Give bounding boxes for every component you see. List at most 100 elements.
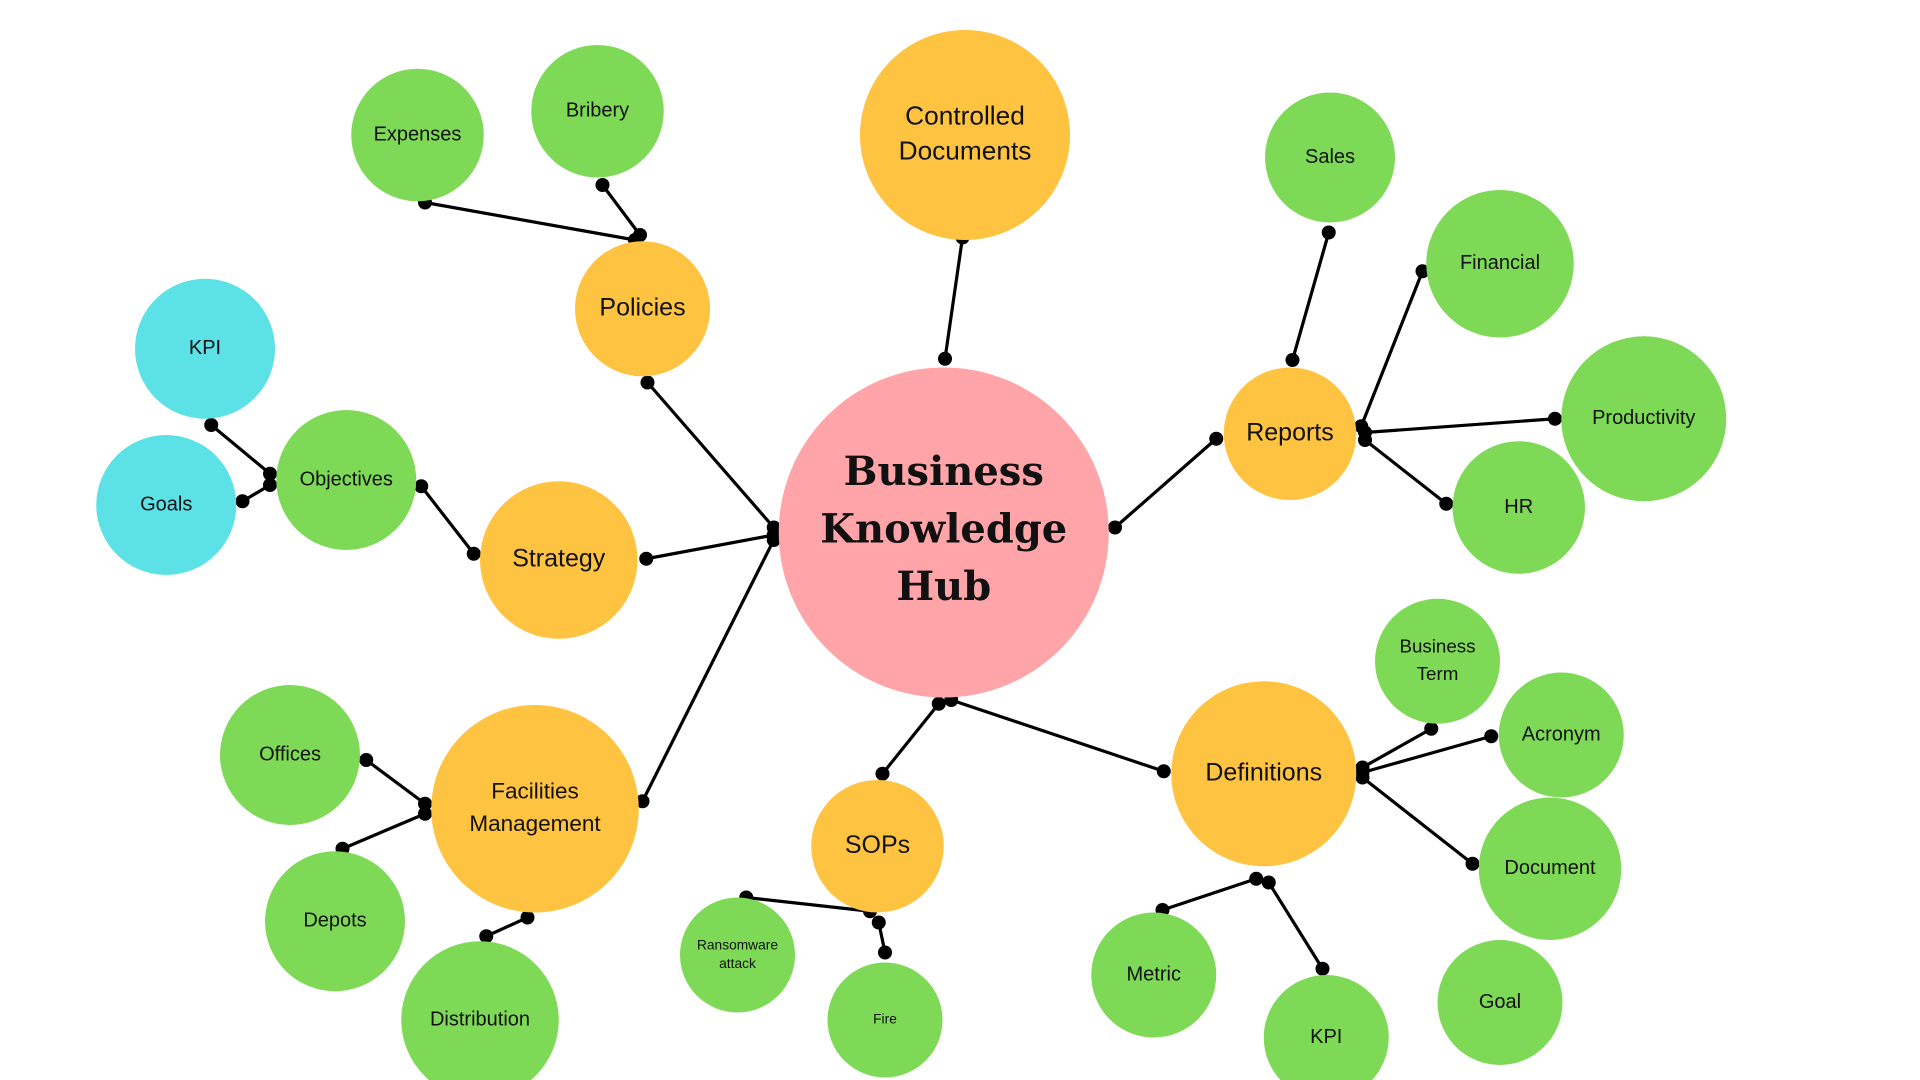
node-facilities-management-label-line-1: Facilities [491, 778, 579, 803]
edge-definitions-acronym-end-dot [1484, 729, 1499, 744]
node-reports[interactable]: Reports [1223, 367, 1357, 501]
node-fire[interactable]: Fire [827, 962, 943, 1078]
edge-objectives-kpi-end-dot [204, 418, 219, 432]
node-ransomware-attack-circle [680, 897, 795, 1013]
node-goal[interactable]: Goal [1437, 940, 1563, 1065]
node-controlled-documents-label-line-1: Controlled [905, 100, 1025, 130]
node-offices[interactable]: Offices [220, 685, 360, 825]
edge-objectives-goals-start-dot [263, 478, 277, 492]
node-goals[interactable]: Goals [96, 435, 237, 575]
node-definitions-circle [1171, 681, 1357, 867]
node-acronym-circle [1498, 672, 1624, 798]
edge-hub-facilities-end-dot [635, 794, 650, 809]
node-offices-circle [220, 685, 360, 825]
edge-objectives-kpi [209, 423, 272, 476]
node-document[interactable]: Document [1478, 797, 1622, 941]
node-reports-label-line-1: Reports [1246, 418, 1334, 446]
node-kpi-definitions[interactable]: KPI [1263, 975, 1389, 1080]
edge-policies-bribery [600, 183, 642, 237]
edge-definitions-kpi [1267, 880, 1325, 971]
edge-definitions-kpi-start-dot [1261, 875, 1276, 890]
node-sops[interactable]: SOPs [811, 780, 944, 913]
node-kpi-strategy-circle [135, 278, 275, 419]
node-business-term-label-line-2: Term [1417, 663, 1459, 684]
node-productivity[interactable]: Productivity [1561, 336, 1727, 502]
node-sops-label-line-1: SOPs [845, 831, 910, 859]
node-strategy[interactable]: Strategy [480, 481, 638, 639]
edge-hub-reports-end-dot [1209, 431, 1224, 446]
node-document-circle [1478, 797, 1622, 940]
edge-strategy-objectives-end-dot [414, 479, 429, 494]
node-controlled-documents-label-line-2: Documents [899, 135, 1032, 165]
node-goals-label-line-1: Goals [140, 493, 192, 515]
node-acronym[interactable]: Acronym [1498, 672, 1624, 798]
node-sops-circle [811, 780, 944, 913]
node-objectives[interactable]: Objectives [276, 410, 417, 550]
edge-reports-financial [1359, 269, 1425, 428]
node-policies[interactable]: Policies [575, 241, 710, 377]
node-financial-circle [1426, 190, 1574, 338]
node-hr[interactable]: HR [1452, 441, 1586, 574]
node-depots-circle [265, 851, 405, 992]
node-productivity-label-line-1: Productivity [1592, 407, 1695, 429]
node-ransomware-attack-label-line-2: attack [719, 956, 756, 971]
node-depots[interactable]: Depots [265, 851, 405, 992]
node-ransomware-attack-label-line-1: Ransomware [697, 937, 778, 952]
edge-hub-definitions-end-dot [1156, 764, 1171, 779]
node-bribery[interactable]: Bribery [531, 45, 664, 178]
edge-definitions-document-end-dot [1465, 856, 1480, 871]
node-productivity-circle [1561, 336, 1727, 502]
node-expenses[interactable]: Expenses [351, 68, 484, 202]
edge-definitions-acronym [1360, 734, 1493, 775]
node-kpi-definitions-circle [1263, 975, 1389, 1080]
node-goals-circle [96, 435, 237, 575]
edge-definitions-business-term [1360, 727, 1433, 770]
node-ransomware-attack[interactable]: Ransomware attack [680, 897, 795, 1013]
node-fire-circle [827, 962, 943, 1078]
node-sales[interactable]: Sales [1265, 92, 1395, 223]
edge-hub-policies [645, 380, 776, 530]
node-strategy-circle [480, 481, 638, 639]
node-metric[interactable]: Metric [1091, 912, 1217, 1038]
edge-policies-bribery-start-dot [633, 228, 647, 242]
edge-facilities-offices-end-dot [359, 753, 374, 767]
edge-definitions-metric-start-dot [1249, 871, 1264, 886]
edge-reports-sales-end-dot [1321, 225, 1336, 240]
edge-hub-reports [1113, 437, 1218, 530]
edge-reports-hr [1363, 438, 1448, 506]
edge-policies-bribery-end-dot [595, 178, 610, 192]
node-hub-circle [778, 367, 1109, 698]
edge-hub-sops [880, 702, 941, 776]
edge-hub-reports-start-dot [1108, 520, 1122, 535]
node-definitions-label-line-1: Definitions [1205, 758, 1322, 786]
node-offices-label-line-1: Offices [259, 743, 321, 765]
node-acronym-label-line-1: Acronym [1522, 723, 1601, 745]
edge-facilities-depots-start-dot [418, 806, 432, 821]
node-kpi-definitions-label-line-1: KPI [1310, 1026, 1342, 1048]
node-financial-label-line-1: Financial [1460, 252, 1540, 274]
node-fire-label-line-1: Fire [873, 1012, 897, 1027]
edge-definitions-kpi-end-dot [1315, 961, 1330, 976]
node-controlled-documents-circle [860, 30, 1070, 240]
edge-facilities-depots [340, 812, 427, 851]
edge-hub-definitions [949, 698, 1166, 773]
node-distribution[interactable]: Distribution [401, 941, 559, 1080]
node-policies-circle [575, 241, 710, 377]
node-business-term-circle [1375, 598, 1500, 724]
node-distribution-label-line-1: Distribution [430, 1008, 530, 1030]
node-kpi-strategy-label-line-1: KPI [189, 337, 221, 359]
edge-policies-expenses [423, 200, 637, 242]
node-definitions[interactable]: Definitions [1171, 681, 1357, 867]
edge-hub-sops-start-dot [931, 696, 946, 711]
edge-hub-sops-end-dot [875, 766, 890, 781]
edge-hub-facilities [640, 538, 776, 803]
node-financial[interactable]: Financial [1426, 190, 1574, 338]
node-sales-label-line-1: Sales [1305, 146, 1355, 168]
node-kpi-strategy[interactable]: KPI [135, 278, 275, 419]
